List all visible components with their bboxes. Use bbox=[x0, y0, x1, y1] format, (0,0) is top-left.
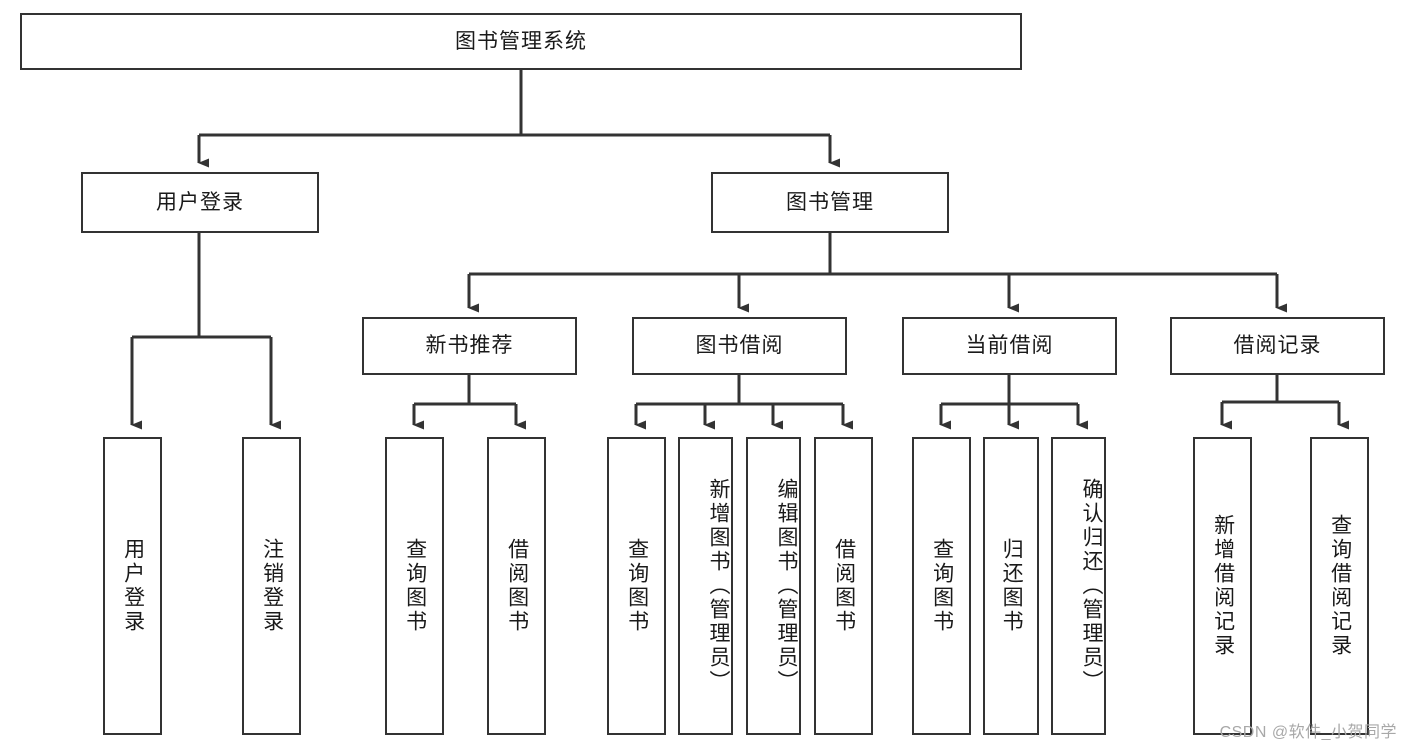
leaf-query-borrow-record-label: 查询借阅记录 bbox=[1328, 514, 1352, 658]
node-current-borrow[interactable]: 当前借阅 bbox=[902, 317, 1117, 375]
leaf-borrow-book-1[interactable]: 借阅图书 bbox=[487, 437, 546, 735]
leaf-user-login-label: 用户登录 bbox=[121, 538, 145, 634]
leaf-user-logout[interactable]: 注销登录 bbox=[242, 437, 301, 735]
node-user-login-label: 用户登录 bbox=[156, 190, 244, 214]
node-new-book-recommend[interactable]: 新书推荐 bbox=[362, 317, 577, 375]
node-new-book-recommend-label: 新书推荐 bbox=[425, 334, 514, 358]
leaf-query-borrow-record[interactable]: 查询借阅记录 bbox=[1310, 437, 1369, 735]
node-current-borrow-label: 当前借阅 bbox=[965, 334, 1054, 358]
leaf-query-book-2[interactable]: 查询图书 bbox=[607, 437, 666, 735]
leaf-borrow-book-1-label: 借阅图书 bbox=[505, 538, 529, 634]
node-root-system-label: 图书管理系统 bbox=[455, 29, 587, 53]
leaf-add-borrow-record[interactable]: 新增借阅记录 bbox=[1193, 437, 1252, 735]
leaf-add-book-admin-label: 新增图书（管理员） bbox=[707, 478, 730, 694]
node-borrow-record-label: 借阅记录 bbox=[1233, 334, 1322, 358]
node-book-manage[interactable]: 图书管理 bbox=[711, 172, 949, 233]
leaf-user-login[interactable]: 用户登录 bbox=[103, 437, 162, 735]
leaf-user-logout-label: 注销登录 bbox=[260, 538, 284, 634]
node-book-manage-label: 图书管理 bbox=[786, 190, 874, 214]
node-root-system[interactable]: 图书管理系统 bbox=[20, 13, 1022, 70]
leaf-return-book-label: 归还图书 bbox=[1000, 538, 1024, 634]
leaf-add-book-admin[interactable]: 新增图书（管理员） bbox=[678, 437, 733, 735]
csdn-watermark: CSDN @软件_小贺同学 bbox=[1219, 724, 1397, 741]
leaf-query-book-1[interactable]: 查询图书 bbox=[385, 437, 444, 735]
node-borrow-record[interactable]: 借阅记录 bbox=[1170, 317, 1385, 375]
leaf-query-book-1-label: 查询图书 bbox=[403, 538, 427, 634]
leaf-query-book-3-label: 查询图书 bbox=[930, 538, 954, 634]
node-book-borrow[interactable]: 图书借阅 bbox=[632, 317, 847, 375]
leaf-return-book[interactable]: 归还图书 bbox=[983, 437, 1039, 735]
leaf-confirm-return-admin-label: 确认归还（管理员） bbox=[1080, 478, 1103, 694]
leaf-borrow-book-2-label: 借阅图书 bbox=[832, 538, 856, 634]
leaf-add-borrow-record-label: 新增借阅记录 bbox=[1211, 514, 1235, 658]
node-book-borrow-label: 图书借阅 bbox=[695, 334, 784, 358]
leaf-edit-book-admin[interactable]: 编辑图书（管理员） bbox=[746, 437, 801, 735]
leaf-query-book-3[interactable]: 查询图书 bbox=[912, 437, 971, 735]
leaf-confirm-return-admin[interactable]: 确认归还（管理员） bbox=[1051, 437, 1106, 735]
node-user-login[interactable]: 用户登录 bbox=[81, 172, 319, 233]
leaf-borrow-book-2[interactable]: 借阅图书 bbox=[814, 437, 873, 735]
leaf-edit-book-admin-label: 编辑图书（管理员） bbox=[775, 478, 798, 694]
leaf-query-book-2-label: 查询图书 bbox=[625, 538, 649, 634]
